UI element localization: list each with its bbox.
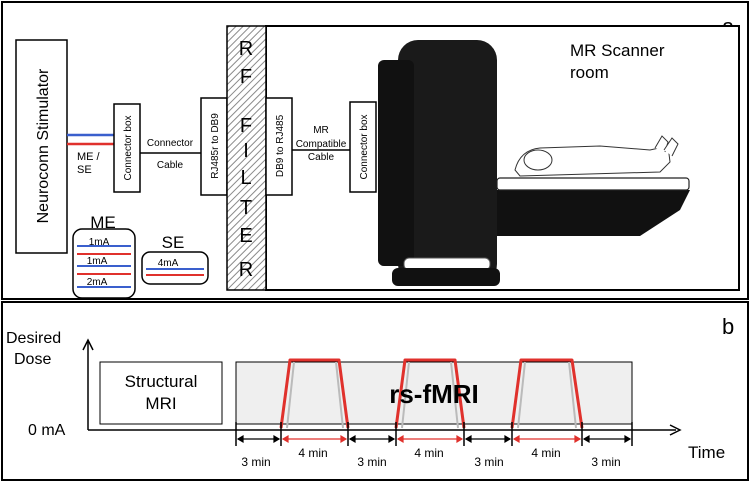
me-current-2: 1mA <box>87 256 108 267</box>
se-title: SE <box>162 233 185 252</box>
filter-letter: T <box>240 197 252 219</box>
room-label-line1: MR Scanner <box>570 41 665 60</box>
timeline-axes <box>82 338 682 436</box>
segment-label: 3 min <box>357 455 386 469</box>
patient-icon <box>514 135 679 177</box>
cable-2-line1: MR <box>313 125 329 136</box>
rf-filter <box>226 25 267 291</box>
filter-letter: R <box>239 38 253 60</box>
me-wires <box>77 245 131 288</box>
adapter-1-label: RJ485r to DB9 <box>210 113 221 179</box>
filter-letter: R <box>239 259 253 281</box>
filter-letter: L <box>240 167 251 189</box>
cable-1-line2: Cable <box>157 160 184 171</box>
filter-letters: R F F I L T E R <box>239 38 253 281</box>
filter-letter: I <box>243 140 249 162</box>
room-label-line2: room <box>570 63 609 82</box>
adapter-1 <box>200 97 228 196</box>
segment-label: 3 min <box>474 455 503 469</box>
duration-arrows <box>236 434 632 444</box>
se-wires <box>146 268 204 276</box>
connector-box-1 <box>113 103 141 193</box>
segment-label: 4 min <box>298 446 327 460</box>
stim-block-2 <box>394 358 466 429</box>
filter-letter: F <box>240 115 252 137</box>
y-label-line2: Dose <box>14 351 51 368</box>
stim-block-1 <box>279 358 350 429</box>
stimulation-traces <box>279 358 584 429</box>
ramp-shadows <box>286 361 577 429</box>
filter-letter: F <box>240 66 252 88</box>
me-current-3: 2mA <box>87 277 108 288</box>
me-current-1: 1mA <box>89 237 110 248</box>
panel-b-label: b <box>722 314 734 339</box>
duration-labels: 3 min 4 min 3 min 4 min 3 min 4 min 3 mi… <box>241 446 620 469</box>
filter-letter: E <box>239 225 252 247</box>
segment-label: 3 min <box>241 455 270 469</box>
connector-box-1-label: Connector box <box>123 115 134 180</box>
lead-label-line2: SE <box>77 164 92 176</box>
cable-1-line1: Connector <box>147 138 194 149</box>
cable-2-line3: Cable <box>308 152 335 163</box>
lead-label-line1: ME / <box>77 151 101 163</box>
rs-fmri-block <box>235 361 633 425</box>
adapter-2-label: DB9 to RJ485 <box>275 114 286 177</box>
segment-label: 4 min <box>531 446 560 460</box>
segment-label: 3 min <box>591 455 620 469</box>
x-label: Time <box>688 443 725 462</box>
stim-block-3 <box>510 358 584 429</box>
me-title: ME <box>90 213 116 232</box>
mr-scanner-icon <box>378 40 690 286</box>
y-label-line1: Desired <box>6 330 61 347</box>
stimulator-box <box>15 39 68 254</box>
segment-label: 4 min <box>414 446 443 460</box>
zero-label: 0 mA <box>28 422 66 439</box>
stimulator-label: Neuroconn Stimulator <box>35 68 52 223</box>
structural-mri-block <box>99 361 223 425</box>
rs-fmri-label: rs-fMRI <box>389 379 479 409</box>
structural-line1: Structural <box>125 372 198 391</box>
connector-box-2-label: Connector box <box>359 114 370 179</box>
duration-ticks <box>235 422 633 446</box>
structural-line2: MRI <box>145 394 176 413</box>
connector-box-2 <box>349 101 377 193</box>
se-current: 4mA <box>158 258 179 269</box>
lead-wires <box>67 133 114 146</box>
adapter-2 <box>265 97 293 196</box>
cable-2-line2: Compatible <box>296 139 347 150</box>
